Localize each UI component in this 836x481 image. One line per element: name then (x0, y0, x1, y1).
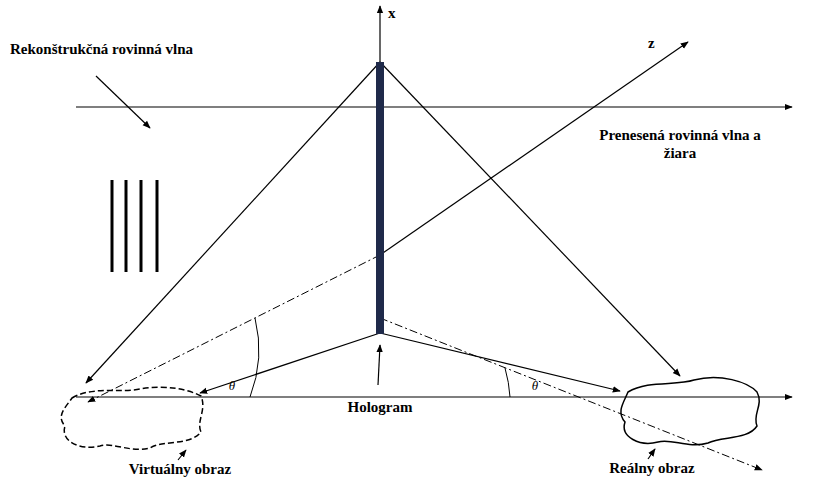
label-holder: Hologram (348, 398, 413, 416)
axis-label: x (388, 4, 396, 22)
leader-arrow (648, 449, 655, 459)
angle-arc (505, 368, 510, 397)
real-image-axis (380, 318, 762, 470)
caption-label: Virtuálny obraz (129, 460, 231, 478)
caption-label: Rekonštrukčná rovinná vlna (10, 40, 193, 58)
x-axis (379, 6, 380, 62)
label-holder: z (648, 34, 655, 52)
plane-wave-ray (76, 106, 792, 107)
angle-arc (250, 318, 259, 397)
label-holder: Reálny obraz (609, 459, 694, 477)
label-holder: Virtuálny obraz (129, 460, 231, 478)
caption-label: Prenesená rovinná vlna a žiara (595, 126, 765, 162)
caption-label: Hologram (348, 398, 413, 416)
diffracted-ray (380, 62, 680, 376)
axis-label: z (648, 34, 655, 52)
label-holder: Rekonštrukčná rovinná vlna (10, 40, 193, 58)
leader-arrow (178, 450, 186, 460)
label-holder: Prenesená rovinná vlna a žiara (595, 126, 765, 162)
diffracted-ray (380, 333, 620, 391)
virtual-image (61, 387, 203, 449)
real-image (621, 378, 759, 445)
wavefronts (112, 180, 157, 272)
label-holder: θ (532, 378, 538, 394)
angle-label: θ (229, 378, 235, 394)
leader-arrow (378, 345, 380, 385)
angle-label: θ (532, 378, 538, 394)
diffracted-ray (86, 62, 380, 383)
virtual-image-axis (88, 255, 380, 402)
diffracted-ray (200, 333, 380, 393)
plane-wave-ray (76, 396, 792, 397)
hologram-plate (376, 62, 384, 334)
label-holder: θ (229, 378, 235, 394)
leader-arrow (96, 76, 150, 128)
caption-label: Reálny obraz (609, 459, 694, 477)
label-holder: x (388, 4, 396, 22)
